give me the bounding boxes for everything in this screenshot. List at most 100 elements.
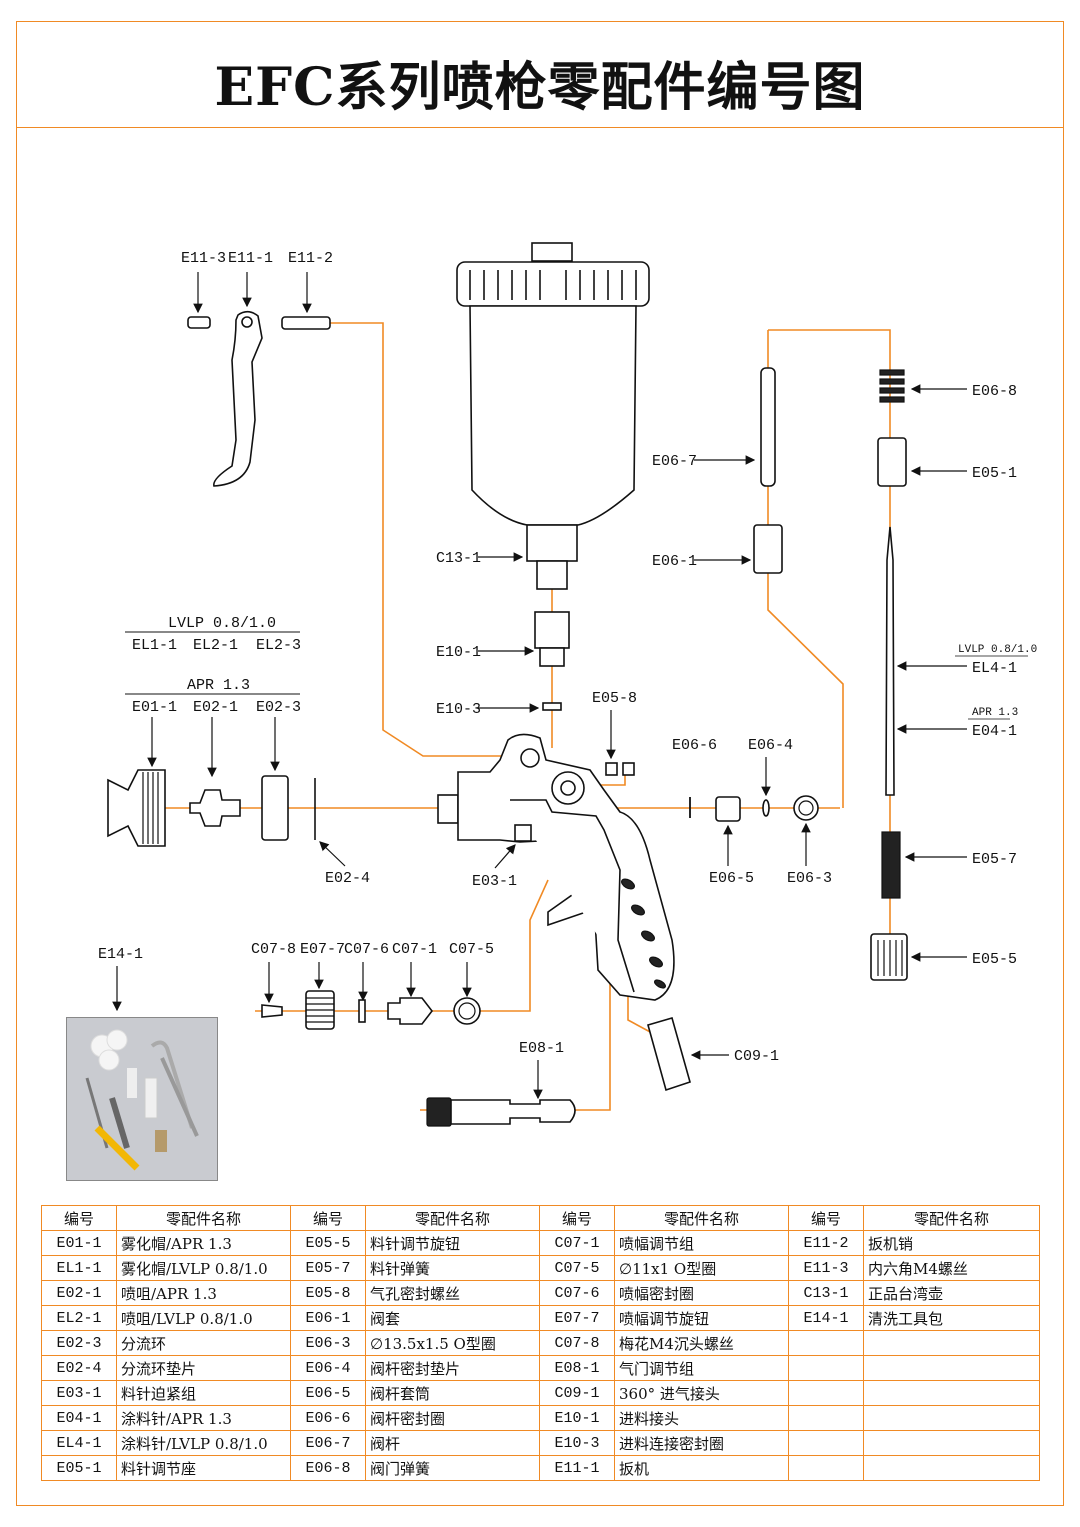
- label-c07-1: C07-1: [392, 941, 437, 958]
- inlet-e10: E10-1 E10-3: [436, 611, 570, 718]
- page-frame: [16, 21, 1064, 1506]
- part-code-cell: [788, 1380, 864, 1406]
- part-code-cell: E05-5: [290, 1230, 366, 1256]
- label-e06-3: E06-3: [787, 870, 832, 887]
- air-valve-knob: [426, 1097, 452, 1127]
- part-code-cell: [788, 1405, 864, 1431]
- part-name-cell: 喷咀/LVLP 0.8/1.0: [116, 1305, 291, 1331]
- part-name-cell: 料针调节旋钮: [365, 1230, 540, 1256]
- part-name-cell: ∅13.5x1.5 O型圈: [365, 1330, 540, 1356]
- part-code-cell: E01-1: [41, 1230, 117, 1256]
- label-el2-1: EL2-1: [193, 637, 238, 654]
- part-name-cell: 涂料针/APR 1.3: [116, 1405, 291, 1431]
- part-code-cell: E06-4: [290, 1355, 366, 1381]
- part-name-cell: [863, 1330, 1040, 1356]
- part-code-cell: EL1-1: [41, 1255, 117, 1281]
- sleeve-e06-5: [715, 796, 741, 822]
- label-e05-8: E05-8: [592, 690, 637, 707]
- label-e02-4: E02-4: [325, 870, 370, 887]
- fan-adjust-group: E14-1 C07-8 E07-7 C07-6 C07-1 C07-5: [98, 941, 494, 1030]
- knob-e05-5: [870, 933, 908, 981]
- part-name-cell: 内六角M4螺丝: [863, 1255, 1040, 1281]
- label-el2-3: EL2-3: [256, 637, 301, 654]
- part-name-cell: ∅11x1 O型圈: [614, 1255, 789, 1281]
- part-code-cell: [788, 1455, 864, 1481]
- part-name-cell: 雾化帽/LVLP 0.8/1.0: [116, 1255, 291, 1281]
- part-name-cell: [863, 1455, 1040, 1481]
- part-code-cell: E08-1: [539, 1355, 615, 1381]
- air-inlet-c09-1: [647, 1017, 691, 1092]
- part-name-cell: 阀杆: [365, 1430, 540, 1456]
- part-code-cell: C07-6: [539, 1280, 615, 1306]
- label-el1-1: EL1-1: [132, 637, 177, 654]
- label-e02-1: E02-1: [193, 699, 238, 716]
- cleaning-kit-photo: [66, 1017, 218, 1181]
- screw-c07-8: [261, 1004, 283, 1018]
- part-code-cell: [788, 1430, 864, 1456]
- part-code-cell: E07-7: [539, 1305, 615, 1331]
- part-code-cell: E06-5: [290, 1380, 366, 1406]
- part-code-cell: C07-8: [539, 1330, 615, 1356]
- pin-e11-2: [281, 316, 331, 330]
- part-code-cell: E10-3: [539, 1430, 615, 1456]
- header-name: 零配件名称: [365, 1205, 540, 1231]
- part-code-cell: E06-8: [290, 1455, 366, 1481]
- header-name: 零配件名称: [614, 1205, 789, 1231]
- title-bar: EFC系列喷枪零配件编号图: [16, 21, 1064, 128]
- label-c07-6: C07-6: [344, 941, 389, 958]
- part-name-cell: 涂料针/LVLP 0.8/1.0: [116, 1430, 291, 1456]
- label-e06-4: E06-4: [748, 737, 793, 754]
- label-e04-1-spec: APR 1.3: [972, 707, 1018, 719]
- part-name-cell: 料针调节座: [116, 1455, 291, 1481]
- part-code-cell: E02-4: [41, 1355, 117, 1381]
- label-e06-6: E06-6: [672, 737, 717, 754]
- seat-e05-1: [877, 437, 907, 487]
- label-e05-7: E05-7: [972, 851, 1017, 868]
- label-e04-1: E04-1: [972, 723, 1017, 740]
- part-code-cell: E02-1: [41, 1280, 117, 1306]
- label-c07-5: C07-5: [449, 941, 494, 958]
- label-e02-3: E02-3: [256, 699, 301, 716]
- air-valve-e08-1: [450, 1099, 576, 1125]
- spring-e05-7: [881, 831, 901, 899]
- exploded-parts-diagram: E11-3 E11-1 E11-2 C13-1 E10-1: [98, 242, 1037, 1127]
- part-code-cell: [788, 1355, 864, 1381]
- part-code-cell: E02-3: [41, 1330, 117, 1356]
- screw-e11-3: [187, 316, 211, 329]
- label-e11-3: E11-3: [181, 250, 226, 267]
- part-name-cell: [863, 1355, 1040, 1381]
- label-e06-7: E06-7: [652, 453, 697, 470]
- part-code-cell: C07-1: [539, 1230, 615, 1256]
- header-code: 编号: [41, 1205, 117, 1231]
- part-name-cell: 阀杆密封垫片: [365, 1355, 540, 1381]
- spring-e06-8: [879, 369, 905, 403]
- part-code-cell: E06-3: [290, 1330, 366, 1356]
- part-name-cell: 分流环: [116, 1330, 291, 1356]
- paint-cup-c13-1: C13-1: [436, 242, 650, 590]
- trigger-e11-1: [213, 310, 263, 487]
- label-el4-1: EL4-1: [972, 660, 1017, 677]
- part-code-cell: E11-1: [539, 1455, 615, 1481]
- part-name-cell: 梅花M4沉头螺丝: [614, 1330, 789, 1356]
- label-e03-1: E03-1: [472, 873, 517, 890]
- nozzle-group: LVLP 0.8/1.0 EL1-1 EL2-1 EL2-3 APR 1.3 E…: [107, 615, 370, 887]
- lvlp-header: LVLP 0.8/1.0: [168, 615, 276, 632]
- part-code-cell: E04-1: [41, 1405, 117, 1431]
- table-header-row: 编号 零配件名称 编号 零配件名称 编号 零配件名称 编号 零配件名称: [41, 1205, 1040, 1231]
- part-name-cell: 扳机销: [863, 1230, 1040, 1256]
- label-e14-1: E14-1: [98, 946, 143, 963]
- part-name-cell: 分流环垫片: [116, 1355, 291, 1381]
- label-e05-1: E05-1: [972, 465, 1017, 482]
- part-name-cell: 喷咀/APR 1.3: [116, 1280, 291, 1306]
- part-name-cell: 阀杆密封圈: [365, 1405, 540, 1431]
- apr-header: APR 1.3: [187, 677, 250, 694]
- valve-parts: E06-6 E06-4 E06-5 E06-3 E06-7 E06-1: [652, 367, 832, 887]
- page-title: EFC系列喷枪零配件编号图: [214, 57, 866, 118]
